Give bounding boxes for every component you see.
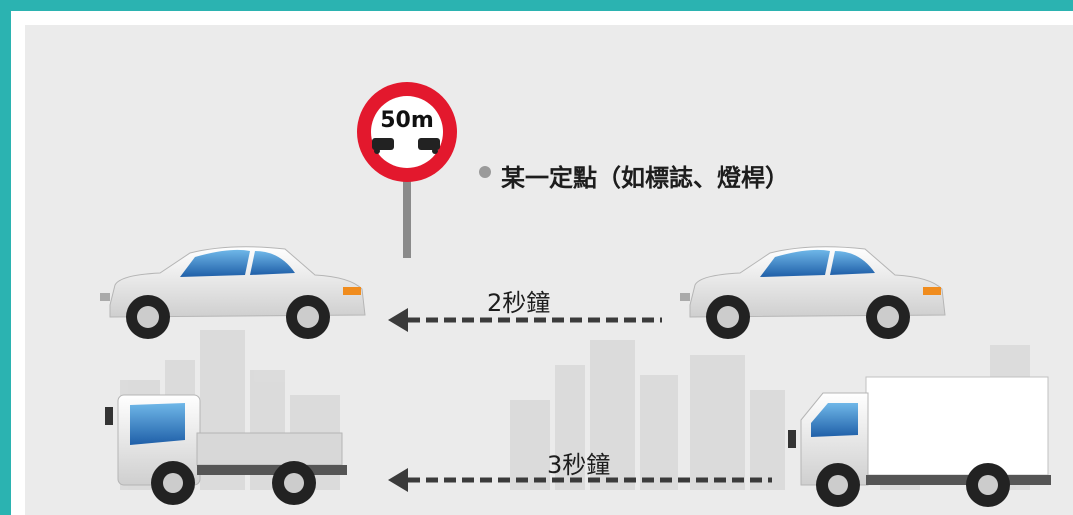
arrow-2s: [388, 308, 662, 332]
car-icon: [100, 246, 366, 339]
arrow-label-3s: 3秒鐘: [547, 451, 611, 479]
car-icon: [680, 246, 946, 339]
point-bullet-icon: [479, 166, 491, 178]
frame-inner-top: [11, 11, 1073, 25]
box-truck-icon: [788, 376, 1051, 507]
sign-icon: [357, 82, 457, 258]
point-label: 某一定點（如標誌、燈桿）: [501, 164, 789, 192]
frame-inner-left: [11, 11, 25, 515]
sign-text: 50m: [380, 108, 434, 133]
arrow-3s: [388, 468, 772, 492]
arrow-label-2s: 2秒鐘: [487, 289, 551, 317]
truck-icon: [105, 394, 347, 505]
